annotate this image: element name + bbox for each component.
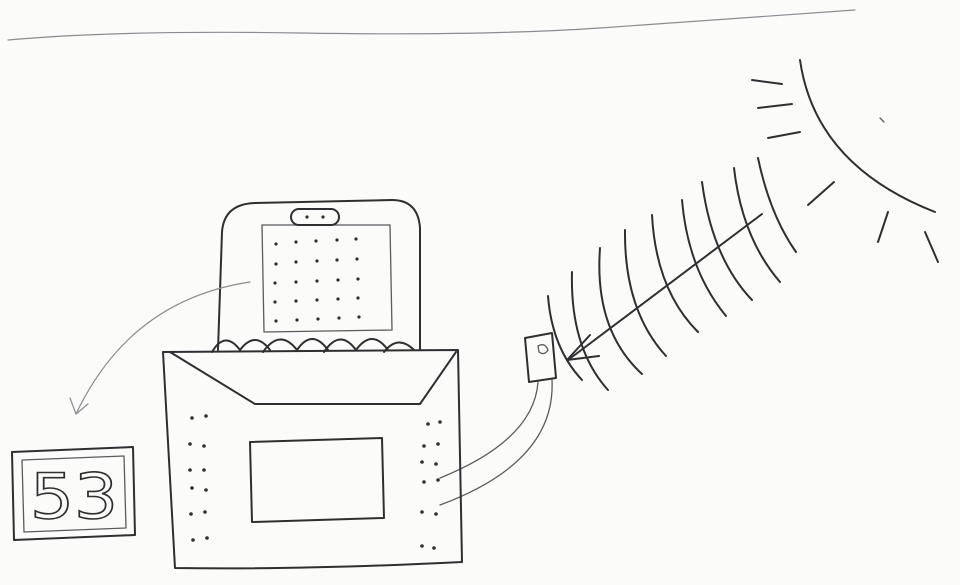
box-holes-left [188,414,209,542]
sensor-wires [440,380,552,505]
breakout-box [163,350,462,568]
light-rays [548,158,796,390]
light-arrow [567,214,762,360]
horizon-line [8,10,855,40]
sun-icon [752,60,938,262]
led-matrix [273,237,360,322]
output-arrow [70,282,250,414]
microbit-board [212,200,420,352]
light-sensor [525,333,556,382]
box-holes-right [420,420,442,550]
microbit-logo [291,209,339,225]
number-display: 53 [12,447,135,540]
display-value: 53 [30,460,118,533]
